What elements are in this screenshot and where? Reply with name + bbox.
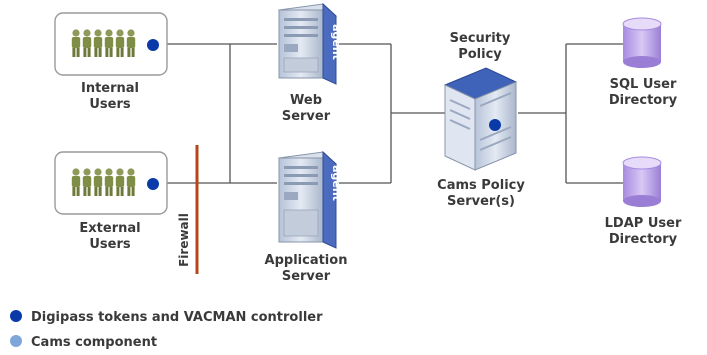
legend-cams-label: Cams component — [31, 335, 157, 350]
legend-cams-dot-icon — [10, 335, 22, 347]
internal-users-label-2: Users — [89, 97, 131, 112]
database-icon — [622, 17, 662, 68]
external-users-label-2: Users — [89, 237, 131, 252]
external-users-node: External Users — [54, 151, 168, 252]
legend-digipass-dot-icon — [10, 310, 22, 322]
sql-directory-label-1: SQL User — [610, 77, 677, 92]
web-server-label-2: Server — [282, 109, 331, 124]
internal-users-node: Internal Users — [54, 12, 168, 112]
ldap-directory-label-2: Directory — [609, 232, 678, 247]
cams-policy-server-node: Cams Policy Server(s) — [437, 67, 525, 209]
digipass-dot-icon — [489, 119, 501, 131]
ldap-directory-node: LDAP User Directory — [605, 156, 682, 247]
firewall-label: Firewall — [177, 213, 191, 267]
server-icon — [277, 2, 338, 85]
sql-directory-node: SQL User Directory — [609, 17, 678, 108]
web-server-node: agent Web Server — [277, 2, 343, 124]
app-server-node: agent Application Server — [265, 150, 348, 284]
digipass-dot-icon — [147, 39, 159, 51]
server-icon — [277, 150, 338, 249]
server-icon — [443, 67, 518, 171]
external-users-label-1: External — [79, 221, 140, 236]
legend-digipass-label: Digipass tokens and VACMAN controller — [31, 310, 323, 325]
internal-users-label-1: Internal — [81, 81, 139, 96]
security-policy-label-2: Policy — [458, 47, 502, 62]
cams-server-label-2: Server(s) — [447, 194, 515, 209]
app-server-label-2: Server — [282, 269, 331, 284]
digipass-dot-icon — [147, 178, 159, 190]
connection-lines — [166, 43, 623, 184]
sql-directory-label-2: Directory — [609, 93, 678, 108]
cams-server-label-1: Cams Policy — [437, 178, 525, 193]
security-policy-label-1: Security — [450, 31, 511, 46]
ldap-directory-label-1: LDAP User — [605, 216, 682, 231]
agent-badge-label: agent — [330, 165, 343, 201]
agent-badge-label: agent — [330, 24, 343, 60]
legend: Digipass tokens and VACMAN controller Ca… — [10, 310, 323, 350]
web-server-label-1: Web — [290, 93, 322, 108]
firewall-node: Firewall — [177, 145, 199, 274]
database-icon — [622, 156, 662, 207]
app-server-label-1: Application — [265, 253, 348, 268]
